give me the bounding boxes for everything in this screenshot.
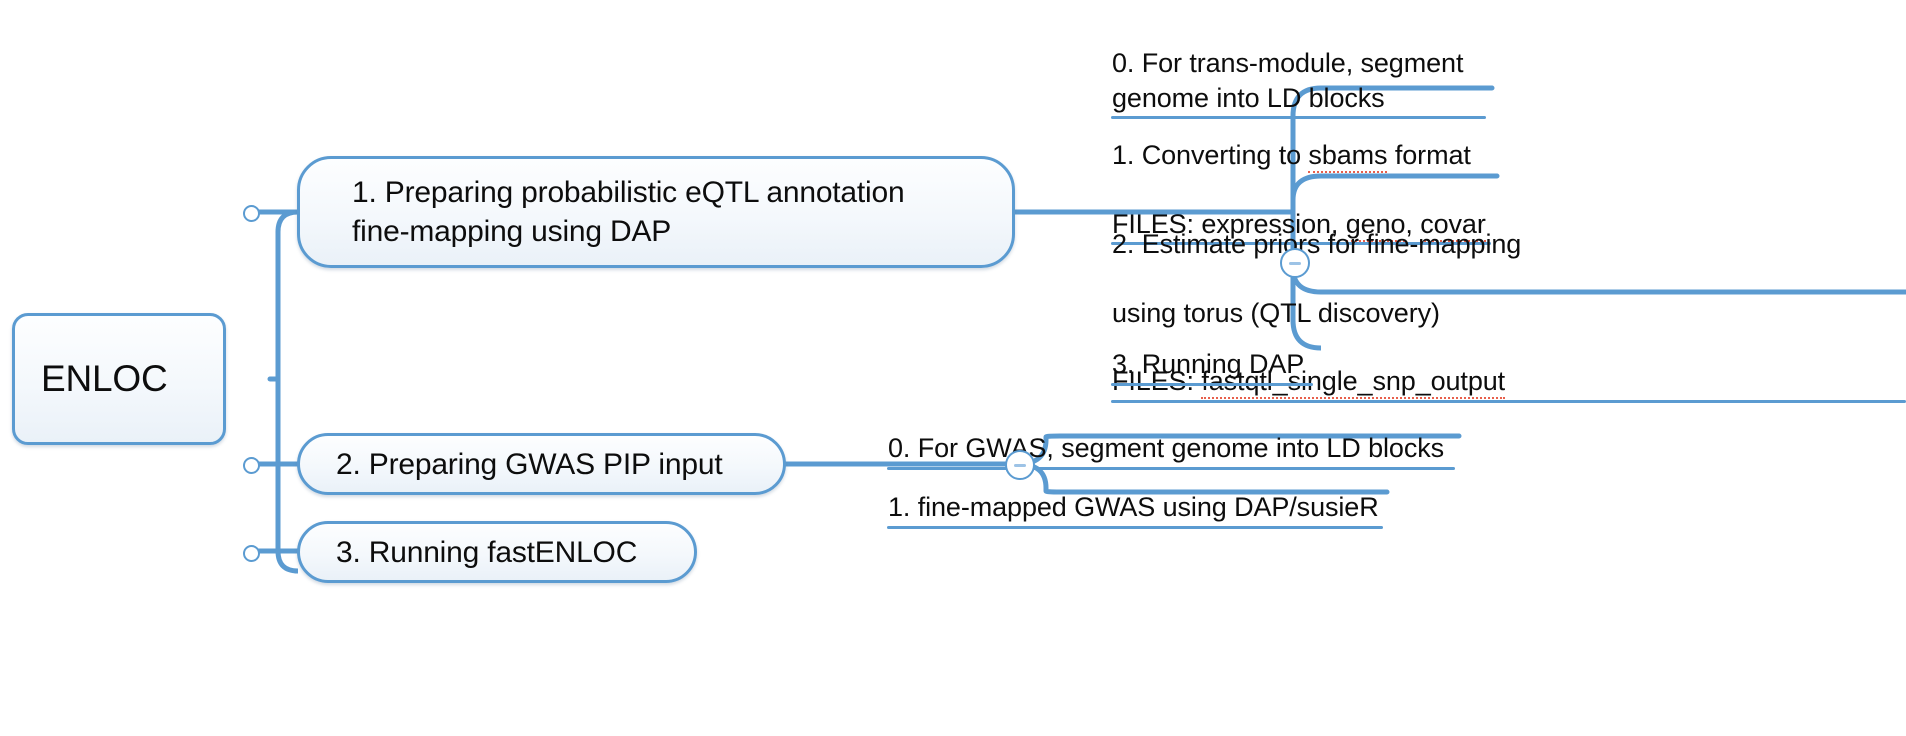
- minus-icon: [1289, 261, 1301, 265]
- branch-node-2[interactable]: 2. Preparing GWAS PIP input: [297, 433, 786, 495]
- leaf-item-b1-3[interactable]: 3. Running DAP: [1111, 313, 1327, 420]
- spellcheck-word-sbams: sbams: [1308, 140, 1388, 174]
- root-node[interactable]: ENLOC: [12, 313, 226, 445]
- leaf-underline: [1111, 115, 1486, 119]
- collapse-toggle-branch-2[interactable]: [1005, 450, 1035, 480]
- leaf-underline: [1111, 382, 1313, 386]
- branch-node-1[interactable]: 1. Preparing probabilistic eQTL annotati…: [297, 156, 1015, 268]
- leaf-item-b1-0-label: 0. For trans-module, segment genome into…: [1112, 48, 1464, 113]
- trunk-top-curve: [275, 209, 299, 235]
- text-run: ,: [1405, 208, 1421, 239]
- branch-connector-dot-1[interactable]: [243, 205, 260, 222]
- branch-connector-dot-3[interactable]: [243, 545, 260, 562]
- leaf-item-b1-2-line-1: 2. Estimate priors for fine-mapping: [1112, 229, 1522, 260]
- text-run: FILES: expression,: [1112, 208, 1346, 239]
- branch-node-2-label: 2. Preparing GWAS PIP input: [336, 447, 723, 481]
- leaf-underline: [1111, 399, 1906, 403]
- leaf-item-b1-1-line-1: 1. Converting to sbams format: [1112, 140, 1471, 174]
- leaf-item-b1-2[interactable]: 2. Estimate priors for fine-mapping usin…: [1111, 193, 1906, 437]
- branch-node-3-label: 3. Running fastENLOC: [336, 535, 638, 569]
- spellcheck-word-geno: geno: [1345, 208, 1405, 242]
- collapse-toggle-branch-1[interactable]: [1280, 248, 1310, 278]
- leaf-item-b1-3-label: 3. Running DAP: [1112, 349, 1305, 380]
- branch-connector-dot-2[interactable]: [243, 457, 260, 474]
- leaf-item-b1-2-line-3: FILES: fastqtl_single_snp_output: [1112, 366, 1505, 400]
- text-run: 1. Converting to: [1112, 140, 1309, 171]
- leaf-item-b2-1-label: 1. fine-mapped GWAS using DAP/susieR: [888, 492, 1379, 523]
- leaf-item-b1-2-line-2: using torus (QTL discovery): [1112, 297, 1440, 328]
- leaf-underline: [887, 466, 1455, 470]
- spellcheck-word-covar: covar: [1420, 208, 1486, 242]
- leaf-underline: [887, 525, 1383, 529]
- spellcheck-word-fastqtl-single-snp-output: fastqtl_single_snp_output: [1201, 366, 1505, 400]
- trunk-bottom-curve: [275, 548, 299, 574]
- leaf-item-b1-1-line-2: FILES: expression, geno, covar: [1112, 208, 1486, 242]
- branch-node-1-label: 1. Preparing probabilistic eQTL annotati…: [352, 176, 905, 248]
- leaf-item-b2-1[interactable]: 1. fine-mapped GWAS using DAP/susieR: [887, 456, 1398, 563]
- text-run: format: [1387, 140, 1471, 171]
- leaf-item-b1-0[interactable]: 0. For trans-module, segment genome into…: [1111, 12, 1486, 153]
- leaf-underline: [1111, 242, 1491, 246]
- text-run: FILES:: [1112, 366, 1202, 397]
- root-node-label: ENLOC: [41, 357, 168, 399]
- branch-node-3[interactable]: 3. Running fastENLOC: [297, 521, 697, 583]
- leaf-item-b1-1[interactable]: 1. Converting to sbams format FILES: exp…: [1111, 104, 1504, 279]
- minus-icon: [1014, 463, 1026, 467]
